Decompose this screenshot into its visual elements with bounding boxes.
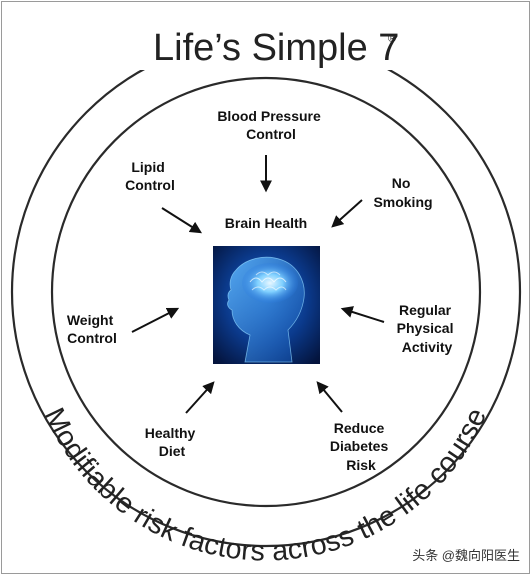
factor-blood-pressure: Blood Pressure Control bbox=[217, 108, 324, 142]
arrow-smoking bbox=[331, 199, 363, 228]
brain-image bbox=[213, 246, 320, 364]
factor-diabetes: Reduce Diabetes Risk bbox=[330, 420, 392, 473]
arrow-weight bbox=[131, 307, 180, 333]
factor-diet: Healthy Diet bbox=[145, 425, 199, 459]
center-label: Brain Health bbox=[225, 215, 307, 231]
factor-activity: Regular Physical Activity bbox=[397, 302, 458, 355]
diagram-title: Life’s Simple 7 bbox=[153, 27, 399, 69]
watermark: 头条 @魏向阳医生 bbox=[412, 548, 520, 563]
arrow-diet bbox=[185, 381, 215, 414]
registered-mark: ® bbox=[388, 33, 396, 45]
arrow-lipid bbox=[161, 207, 203, 234]
inner-ring bbox=[50, 76, 482, 508]
factor-smoking: No Smoking bbox=[373, 175, 432, 210]
factor-weight: Weight Control bbox=[67, 312, 117, 346]
title-backing bbox=[140, 18, 405, 70]
arc-caption-path: Modifiable risk factors across the life … bbox=[38, 403, 493, 568]
factor-lipid: Lipid Control bbox=[125, 159, 175, 193]
arrow-diabetes bbox=[316, 381, 343, 413]
arc-caption: Modifiable risk factors across the life … bbox=[38, 403, 493, 568]
arrow-activity bbox=[340, 306, 385, 323]
